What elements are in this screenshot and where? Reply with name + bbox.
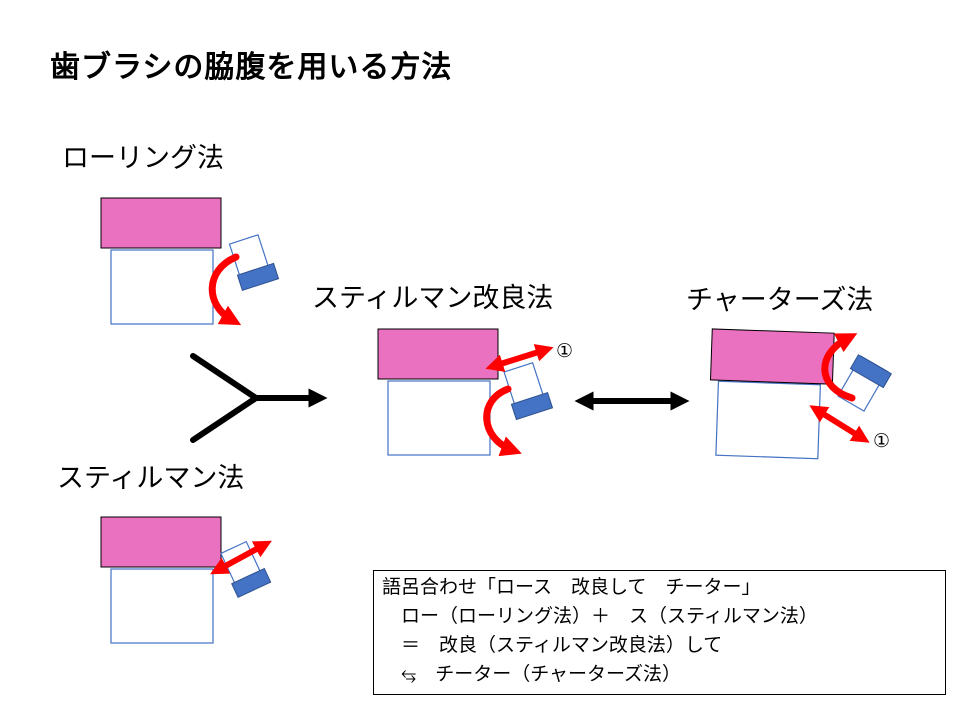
gum <box>377 328 499 380</box>
stillman-method-illustration <box>100 516 272 644</box>
vibration-arrow <box>485 344 554 372</box>
charters-toothbrush <box>837 354 893 412</box>
vibration-arrow <box>210 540 272 575</box>
modified-stillman-illustration <box>377 328 554 457</box>
label-modified-stillman-method: スティルマン改良法 <box>312 283 554 314</box>
step-label-charters-1: ① <box>873 430 891 452</box>
gum <box>100 516 222 568</box>
mnemonic-heading: 語呂合わせ「ロース 改良して チーター」 <box>382 576 761 598</box>
merge-arrow <box>190 353 328 443</box>
slide-title: 歯ブラシの脇腹を用いる方法 <box>50 50 453 85</box>
rolling-method-illustration <box>100 197 280 326</box>
mnemonic-line-1: ロー（ローリング法）＋ ス（スティルマン法） <box>382 605 818 627</box>
charters-vibration-arrow <box>809 405 870 443</box>
toothbrush <box>503 361 554 421</box>
rolling-arrow <box>483 385 522 457</box>
label-stillman-method: スティルマン法 <box>57 463 245 494</box>
tooth <box>110 249 214 325</box>
rolling-arrow <box>208 253 242 326</box>
mnemonic-line-2: ＝ 改良（スティルマン改良法）して <box>382 634 723 656</box>
mnemonic-box: 語呂合わせ「ロース 改良して チーター」 ロー（ローリング法）＋ ス（スティルマ… <box>373 570 946 695</box>
tooth <box>110 568 214 644</box>
mnemonic-line-3: ⥃ チーター（チャーターズ法） <box>382 663 682 685</box>
label-charters-method: チャーターズ法 <box>686 285 874 316</box>
step-label-modified-stillman-1: ① <box>556 340 574 362</box>
charters-rolling-arrow <box>821 333 858 402</box>
gum <box>100 197 222 249</box>
label-rolling-method: ローリング法 <box>62 143 224 174</box>
gum <box>709 328 835 385</box>
tooth <box>387 380 491 456</box>
tooth <box>715 380 822 460</box>
charters-method-illustration <box>709 328 835 460</box>
toothbrush <box>228 234 280 292</box>
